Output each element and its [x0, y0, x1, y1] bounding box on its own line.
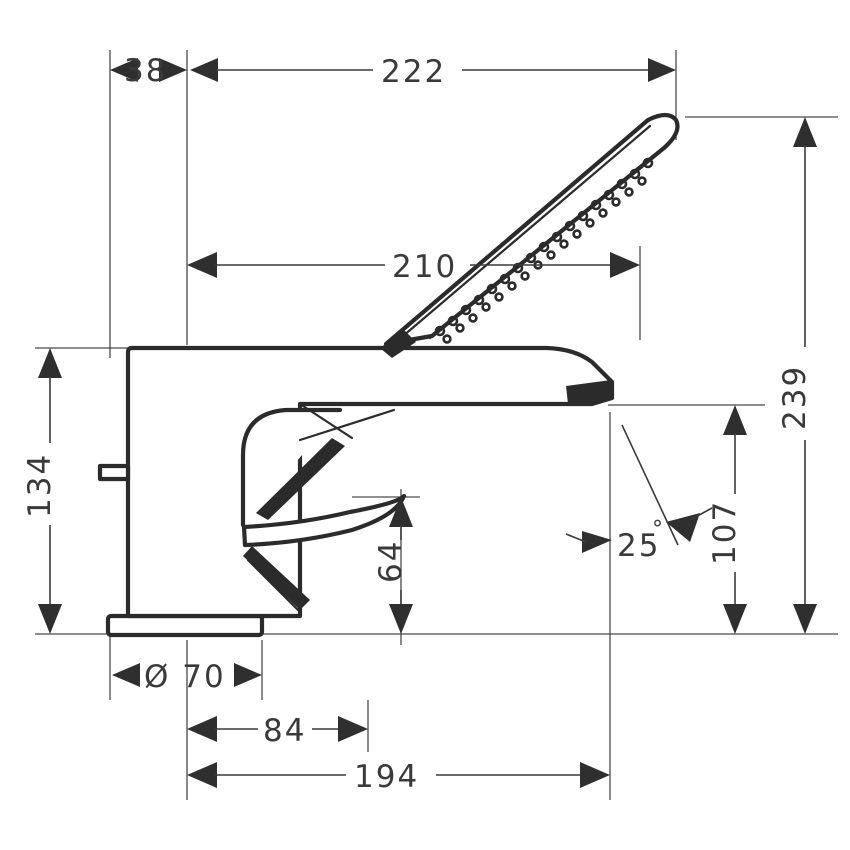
aerator-slots [573, 386, 604, 400]
angle-25-leader [621, 424, 679, 546]
arrow-38-right [159, 58, 187, 82]
spray-face-nozzles [434, 157, 654, 337]
product-geometry [97, 112, 680, 638]
arrow-107-bottom [723, 604, 747, 634]
arrow-84-right [338, 716, 368, 742]
lever-hidden-lines [246, 402, 396, 614]
lever-handle [241, 493, 407, 548]
dim-angle-25: 25 ° [565, 424, 713, 564]
handshower [383, 112, 680, 347]
arrow-25-left [582, 531, 612, 553]
dim-222: 222 [190, 54, 676, 90]
arrow-107-top [723, 405, 747, 435]
dim-38-label: 38 [124, 53, 167, 89]
arrow-70-left [112, 663, 140, 687]
arrow-239-bottom [793, 604, 817, 634]
hose-outlet [380, 330, 416, 358]
arrow-210-right [610, 252, 640, 278]
arrow-222-right [648, 58, 676, 82]
arrow-134-bottom [38, 604, 62, 634]
diverter-button [97, 463, 131, 482]
dim-134: 134 [22, 348, 62, 634]
arrow-222-left [190, 58, 218, 82]
arrow-210-left [187, 252, 217, 278]
dim-84: 84 [187, 713, 368, 749]
arrow-38-left [110, 58, 138, 82]
lever-stem-upper [256, 438, 345, 520]
dim-70: Ø 70 [112, 659, 262, 695]
cartridge-cover [240, 407, 343, 528]
arrow-134-top [38, 348, 62, 378]
base-plate [105, 613, 265, 638]
angle-25-tail-left [565, 533, 587, 543]
dim-194-label: 194 [354, 759, 419, 795]
handshower-edge-line [394, 124, 652, 344]
arrow-64-top [389, 497, 413, 527]
arrow-194-right [580, 762, 610, 788]
arrow-64-bottom [389, 604, 413, 634]
angle-25-tail-right [689, 507, 713, 521]
dim-210: 210 [187, 249, 640, 285]
dim-angle-25-degree-symbol: ° [652, 517, 665, 542]
dim-angle-25-label: 25 [617, 528, 660, 564]
dim-107-label: 107 [707, 500, 743, 565]
mixer-body [125, 345, 615, 619]
dim-239: 239 [777, 117, 817, 634]
arrow-194-left [187, 762, 217, 788]
dim-194: 194 [187, 759, 610, 795]
arrow-70-right [234, 663, 262, 687]
arrow-25-upper-right [666, 513, 700, 542]
dim-70-label: Ø 70 [144, 659, 226, 695]
dim-38: 38 [110, 53, 187, 89]
dim-64-label: 64 [373, 540, 409, 583]
arrow-239-top [793, 117, 817, 147]
dim-64: 64 [373, 497, 413, 634]
dim-107: 107 [707, 405, 747, 634]
arrow-84-left [187, 716, 217, 742]
lever-stem-lower [243, 546, 310, 610]
dim-239-label: 239 [777, 365, 813, 430]
dim-134-label: 134 [22, 453, 58, 518]
extension-lines [35, 50, 838, 800]
dim-222-label: 222 [381, 54, 446, 90]
dim-84-label: 84 [263, 713, 306, 749]
dim-210-label: 210 [392, 249, 457, 285]
